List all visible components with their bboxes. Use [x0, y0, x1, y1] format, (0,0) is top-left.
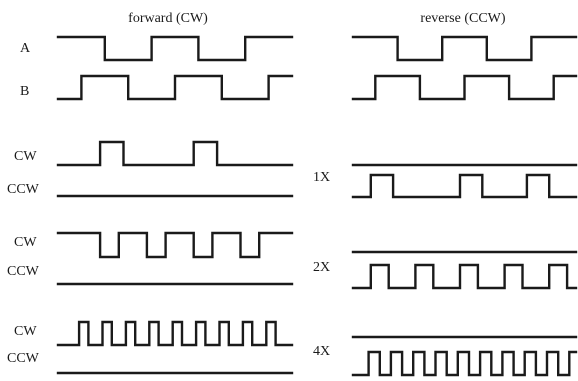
- label-ccw-2x: CCW: [7, 264, 40, 279]
- label-cw-2x: CW: [14, 235, 37, 250]
- reverse-ccw-1x-waveform: [351, 173, 578, 199]
- reverse-ccw-4x-waveform: [351, 350, 578, 377]
- forward-cw-4x-waveform: [56, 320, 294, 347]
- label-b: B: [20, 84, 29, 99]
- label-2x: 2X: [313, 260, 330, 275]
- reverse-b-waveform: [351, 74, 578, 101]
- label-a: A: [20, 41, 31, 56]
- label-ccw-1x: CCW: [7, 182, 40, 197]
- label-4x: 4X: [313, 344, 330, 359]
- forward-cw-1x-waveform: [56, 140, 294, 167]
- forward-a-waveform: [56, 35, 294, 62]
- label-ccw-4x: CCW: [7, 351, 40, 366]
- label-cw-4x: CW: [14, 324, 37, 339]
- forward-cw-2x-waveform: [56, 231, 294, 259]
- label-1x: 1X: [313, 170, 330, 185]
- reverse-ccw-2x-waveform: [351, 263, 578, 290]
- forward-header: forward (CW): [128, 11, 208, 26]
- reverse-header: reverse (CCW): [420, 11, 505, 26]
- waveforms: [56, 35, 578, 377]
- reverse-a-waveform: [351, 35, 578, 62]
- forward-b-waveform: [56, 74, 294, 101]
- label-cw-1x: CW: [14, 149, 37, 164]
